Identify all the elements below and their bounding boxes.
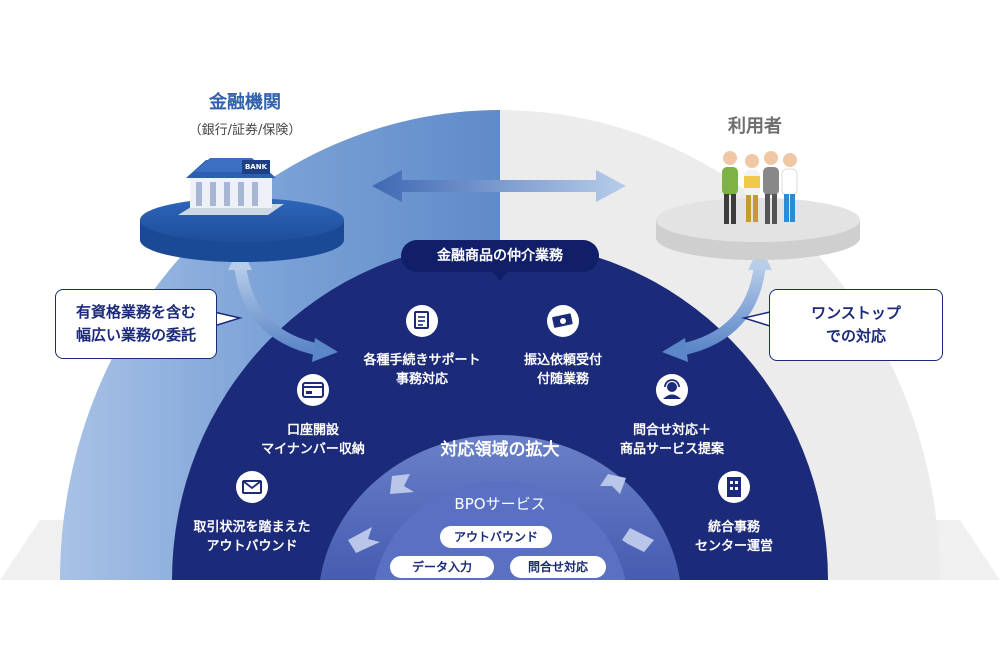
- service-icon-circles: [236, 305, 750, 503]
- operator-headset-icon: [656, 374, 688, 406]
- left-arrow-head-right: [312, 338, 338, 362]
- bpo-item-inquiry: 問合せ対応: [510, 556, 606, 578]
- expand-arrow-left-low: [348, 527, 380, 553]
- right-callout-line2: での対応: [825, 327, 886, 345]
- service-account-line2: マイナンバー収納: [261, 442, 365, 457]
- service-dome: [172, 242, 828, 580]
- bottom-cut: [150, 580, 850, 610]
- bank-title: 金融機関: [209, 92, 281, 113]
- center-tag-tail: [493, 272, 507, 281]
- brokerage-tag: 金融商品の仲介業務: [401, 240, 599, 272]
- service-procedures-line2: 事務対応: [395, 372, 448, 387]
- left-curved-arrow: [234, 264, 322, 356]
- document-icon: [406, 305, 438, 337]
- phone-mail-icon: [236, 471, 268, 503]
- service-inquiry: 問合せ対応＋ 商品サービス提案: [602, 421, 742, 459]
- service-center: 統合事務 センター運営: [674, 518, 794, 556]
- service-outbound: 取引状況を踏まえた アウトバウンド: [182, 518, 322, 556]
- bpo-title: BPOサービス: [454, 495, 546, 513]
- left-callout-line2: 幅広い業務の委託: [75, 326, 196, 344]
- service-procedures: 各種手続きサポート 事務対応: [352, 351, 492, 389]
- left-callout-line1: 有資格業務を含む: [75, 303, 196, 321]
- service-account: 口座開設 マイナンバー収納: [243, 421, 383, 459]
- right-callout: ワンストップ での対応: [769, 289, 943, 361]
- service-account-line1: 口座開設: [286, 423, 339, 438]
- money-transfer-icon: [547, 305, 579, 337]
- bank-subtitle: （銀行/証券/保険）: [188, 123, 302, 138]
- expansion-arrows: [348, 474, 654, 553]
- bpo-item-data-entry: データ入力: [390, 556, 494, 578]
- right-callout-line1: ワンストップ: [811, 304, 901, 322]
- expand-arrow-right-high: [600, 474, 626, 494]
- office-building-icon: [718, 471, 750, 503]
- id-card-icon: [297, 374, 329, 406]
- service-outbound-line2: アウトバウンド: [206, 539, 298, 554]
- expand-arrow-right-low: [622, 528, 654, 552]
- service-inquiry-line1: 問合せ対応＋: [632, 423, 711, 438]
- service-outbound-line1: 取引状況を踏まえた: [193, 520, 311, 535]
- right-curved-arrow: [678, 264, 766, 356]
- service-inquiry-line2: 商品サービス提案: [619, 442, 724, 457]
- bpo-item-outbound: アウトバウンド: [440, 526, 552, 548]
- two-way-arrow-horizontal: [372, 170, 626, 202]
- right-arrow-head-left: [662, 338, 688, 362]
- people-icon: [722, 151, 798, 224]
- left-callout: 有資格業務を含む 幅広い業務の委託: [55, 289, 217, 359]
- bank-building-icon: [178, 158, 284, 215]
- service-transfer: 振込依頼受付 付随業務: [503, 351, 623, 389]
- service-transfer-line1: 振込依頼受付: [523, 353, 602, 368]
- expansion-label: 対応領域の拡大: [440, 440, 560, 460]
- service-center-line2: センター運営: [694, 539, 773, 554]
- service-transfer-line2: 付随業務: [536, 372, 589, 387]
- expand-arrow-left-high: [390, 474, 414, 494]
- users-title: 利用者: [728, 116, 782, 137]
- bank-sign: BANK: [244, 163, 268, 171]
- service-center-line1: 統合事務: [707, 520, 760, 535]
- service-procedures-line1: 各種手続きサポート: [363, 353, 481, 368]
